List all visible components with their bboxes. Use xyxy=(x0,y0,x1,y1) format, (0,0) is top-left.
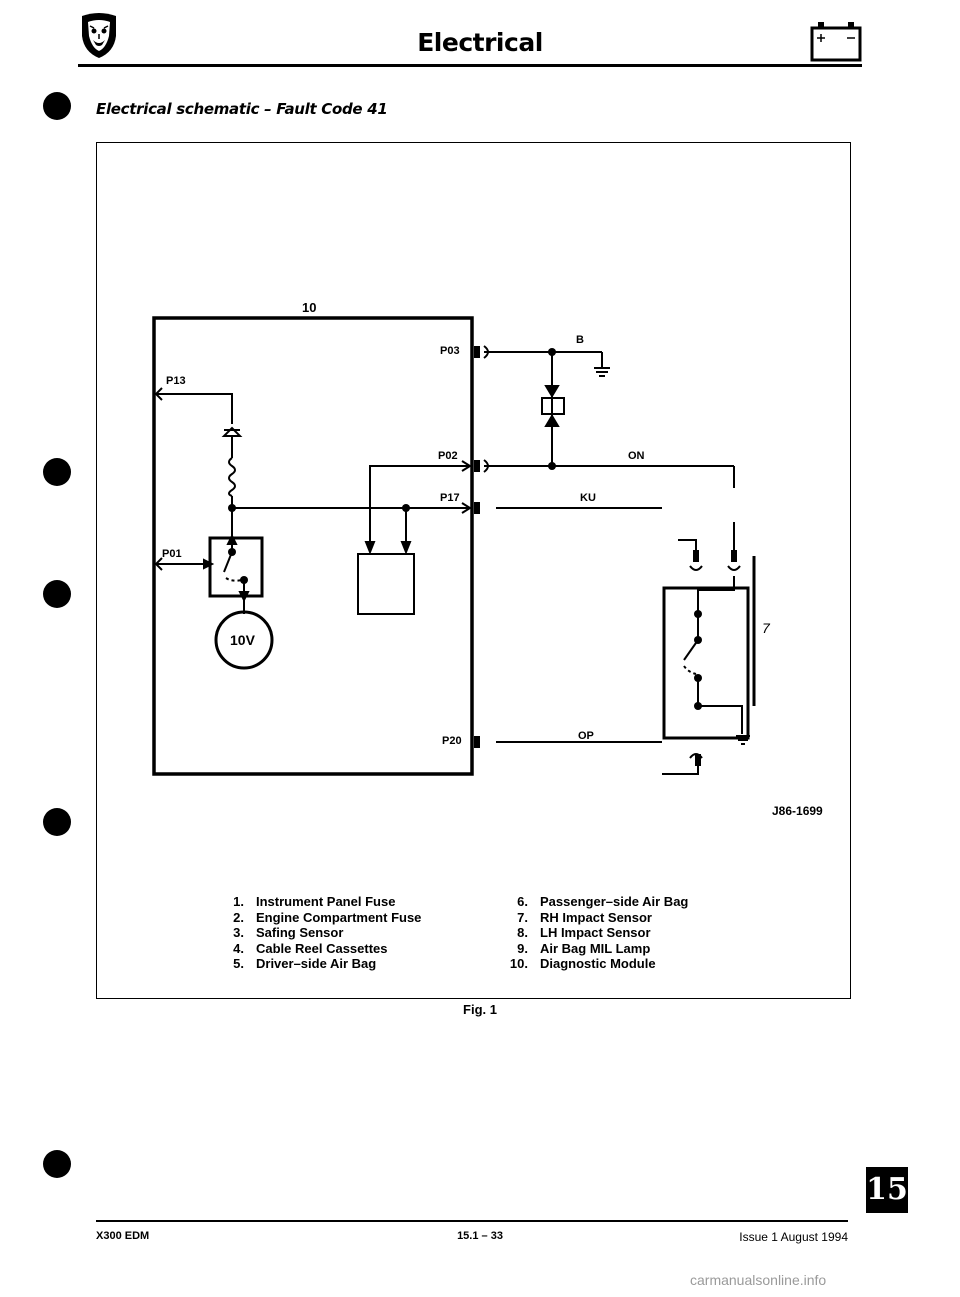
legend-item: 10. Diagnostic Module xyxy=(498,956,798,972)
margin-bullet xyxy=(43,580,71,608)
wire-label-b: B xyxy=(576,334,584,346)
legend-number: 6. xyxy=(517,894,528,909)
legend-number: 10. xyxy=(509,956,528,971)
legend-text: LH Impact Sensor xyxy=(540,925,651,940)
diagnostic-module-box xyxy=(152,316,474,776)
legend-number: 7. xyxy=(517,909,528,925)
pin-label-p03: P03 xyxy=(440,345,460,357)
legend-text: Driver–side Air Bag xyxy=(256,956,377,971)
legend-text: RH Impact Sensor xyxy=(540,909,652,925)
legend-right: 6. Passenger–side Air Bag 7. RH Impact Sen… xyxy=(498,894,798,972)
margin-bullet xyxy=(43,808,71,836)
legend-number: 5. xyxy=(233,956,244,971)
figure-reference: J86-1699 xyxy=(772,804,823,818)
impact-sensor-box xyxy=(662,586,750,740)
jaguar-head-icon xyxy=(82,13,116,58)
battery-icon xyxy=(810,20,862,62)
jaguar-logo xyxy=(78,12,120,60)
module-number-label: 10 xyxy=(302,300,317,315)
wire-label-ku: KU xyxy=(580,492,596,504)
watermark: carmanualsonline.info xyxy=(690,1272,827,1288)
legend-item: 5. Driver–side Air Bag xyxy=(214,956,514,972)
legend-item: 1. Instrument Panel Fuse xyxy=(214,894,514,910)
pin-label-p17: P17 xyxy=(440,492,460,504)
footer-issue: Issue 1 August 1994 xyxy=(739,1230,848,1244)
legend-text: Cable Reel Cassettes xyxy=(256,940,388,956)
legend-item: 9. Air Bag MIL Lamp xyxy=(498,941,798,957)
section-tab: 15 xyxy=(866,1167,908,1213)
legend-number: 3. xyxy=(233,925,244,940)
legend-text: Diagnostic Module xyxy=(540,956,656,971)
safing-sensor-box xyxy=(208,536,264,598)
legend-number: 9. xyxy=(517,940,528,956)
mil-lamp-box xyxy=(357,553,415,615)
pin-label-p01: P01 xyxy=(162,548,182,560)
page-title: Electrical xyxy=(417,28,543,57)
pin-label-p02: P02 xyxy=(438,450,458,462)
margin-bullet xyxy=(43,92,71,120)
fuse-box xyxy=(541,397,565,415)
margin-bullet xyxy=(43,458,71,486)
wire-label-on: ON xyxy=(628,450,645,462)
legend-left: 1. Instrument Panel Fuse 2. Engine Compart… xyxy=(214,894,514,972)
legend-item: 6. Passenger–side Air Bag xyxy=(498,894,798,910)
legend-text: Engine Compartment Fuse xyxy=(256,909,422,925)
legend-item: 7. RH Impact Sensor xyxy=(498,910,798,926)
voltage-label: 10V xyxy=(230,632,255,648)
legend-text: Instrument Panel Fuse xyxy=(256,894,396,909)
section-title: Electrical schematic – Fault Code 41 xyxy=(96,100,388,118)
legend-item: 2. Engine Compartment Fuse xyxy=(214,910,514,926)
legend-item: 4. Cable Reel Cassettes xyxy=(214,941,514,957)
legend-text: Air Bag MIL Lamp xyxy=(540,940,651,956)
legend-number: 2. xyxy=(233,909,244,925)
wire-label-op: OP xyxy=(578,730,594,742)
figure-frame xyxy=(96,142,851,999)
margin-bullet xyxy=(43,1150,71,1178)
legend-text: Safing Sensor xyxy=(256,925,344,940)
component-label-7: 7 xyxy=(762,620,770,636)
figure-caption: Fig. 1 xyxy=(463,1002,497,1017)
pin-label-p20: P20 xyxy=(442,735,462,747)
legend-number: 4. xyxy=(233,940,244,956)
footer-left: X300 EDM xyxy=(96,1230,150,1242)
legend-text: Passenger–side Air Bag xyxy=(540,894,689,909)
legend-item: 8. LH Impact Sensor xyxy=(498,925,798,941)
legend-number: 8. xyxy=(517,925,528,940)
pin-label-p13: P13 xyxy=(166,375,186,387)
footer-rule xyxy=(96,1220,848,1222)
header-rule xyxy=(78,64,862,67)
driver-airbag-circle xyxy=(214,610,274,670)
footer-page-number: 15.1 – 33 xyxy=(457,1230,503,1242)
legend-item: 3. Safing Sensor xyxy=(214,925,514,941)
legend-number: 1. xyxy=(233,894,244,909)
